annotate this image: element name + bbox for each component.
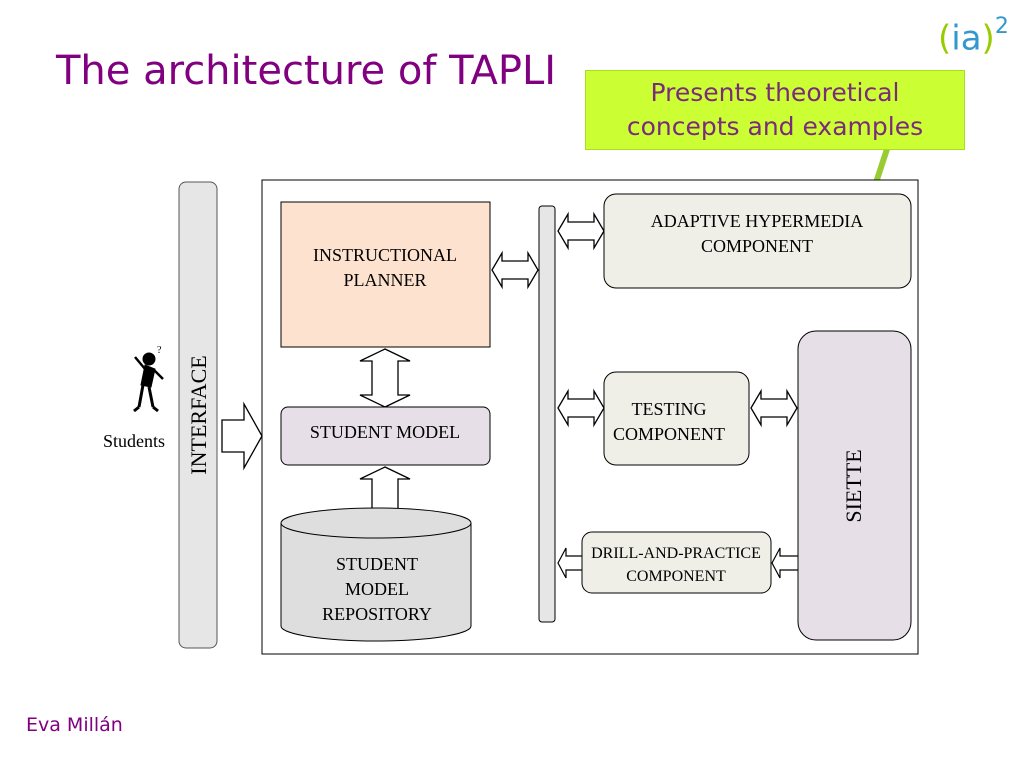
ia2-logo: (ia)2 [938,14,1009,59]
instructional-planner-line2: PLANNER [343,270,426,290]
callout-line2: concepts and examples [626,112,924,141]
drill-line1: DRILL-AND-PRACTICE [591,545,761,562]
student-figure-icon: ? [133,345,164,413]
student-model-label: STUDENT MODEL [310,422,460,442]
adaptive-hypermedia-line1: ADAPTIVE HYPERMEDIA [651,211,864,231]
testing-line1: TESTING [632,399,707,419]
repository-line1: STUDENT [336,554,418,574]
callout-box: Presents theoretical concepts and exampl… [585,70,965,150]
component-bus [538,205,556,623]
student-model-box [280,406,491,466]
repository-line3: REPOSITORY [322,604,432,624]
student-model-repository [280,507,472,642]
author-footer: Eva Millán [26,714,123,736]
repository-line2: MODEL [345,579,409,599]
drill-component-box [581,531,772,594]
adaptive-hypermedia-box [603,193,912,289]
testing-line2: COMPONENT [613,424,725,444]
students-to-interface-arrow [221,401,263,471]
interface-bar [178,181,218,649]
slide-title: The architecture of TAPLI [56,48,557,94]
testing-component-box [603,371,750,466]
students-label: Students [103,431,165,451]
drill-line2: COMPONENT [626,568,726,585]
instructional-planner-box [280,201,491,348]
adaptive-hypermedia-line2: COMPONENT [701,236,813,256]
callout-line1: Presents theoretical [650,78,900,107]
interface-label: INTERFACE [186,355,211,474]
siette-label: SIETTE [841,449,866,522]
svg-text:?: ? [157,345,162,356]
instructional-planner-line1: INSTRUCTIONAL [313,245,457,265]
siette-box [797,330,912,641]
